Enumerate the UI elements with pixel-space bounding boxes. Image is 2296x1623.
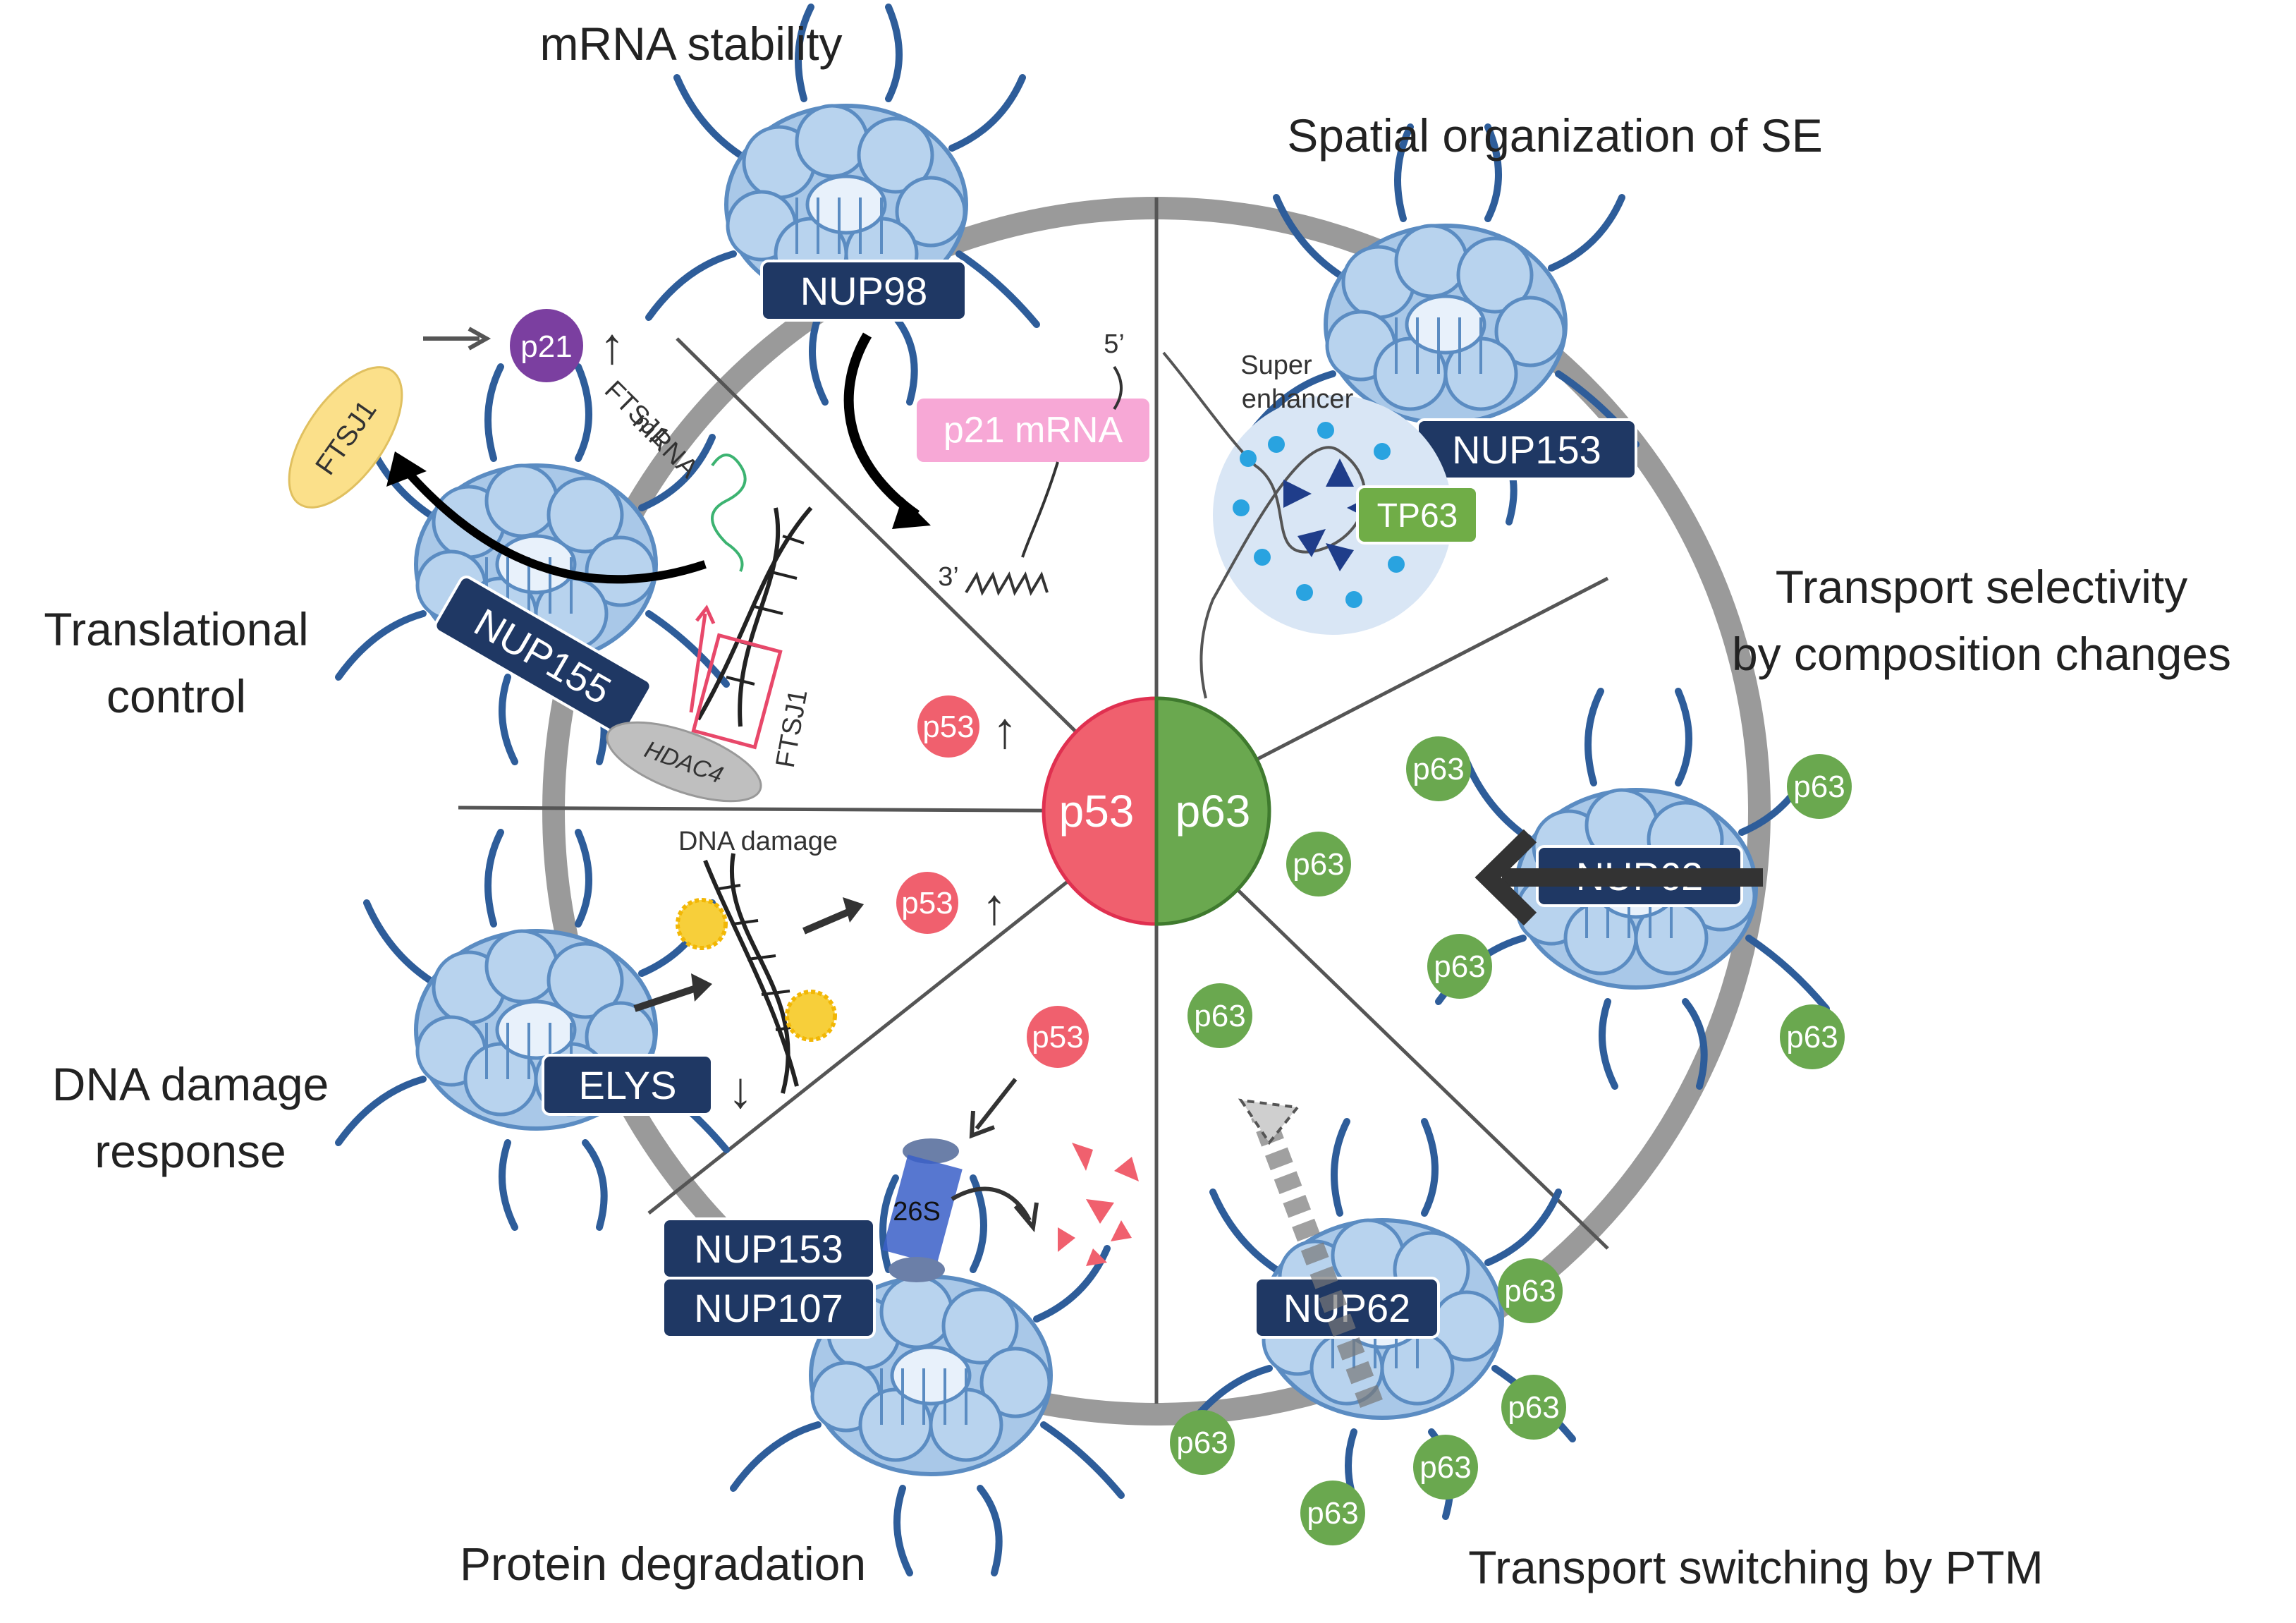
p21-label: p21 — [520, 329, 572, 364]
degraded-fragments-icon — [1058, 1143, 1139, 1266]
p21-circle — [510, 309, 583, 382]
p63-label-9: p63 — [1419, 1450, 1471, 1485]
p63-label-1: p63 — [1412, 752, 1464, 786]
nup62-bottom-box: NUP62 — [1254, 1277, 1440, 1339]
dashed-transport-arrow-icon — [1251, 1110, 1383, 1409]
elys-down-arrow-icon: ↓ — [728, 1062, 753, 1119]
p63-label-4: p63 — [1194, 999, 1245, 1033]
p63-label-7: p63 — [1504, 1274, 1556, 1308]
p63-label-5: p63 — [1793, 770, 1845, 804]
p53-up-arrow-2-icon: ↑ — [982, 879, 1007, 935]
p53-dna-sector-circle — [896, 872, 958, 934]
enhancer-dots-icon — [1233, 422, 1419, 608]
tp63-label: TP63 — [1377, 497, 1458, 535]
proteasome-26s-label: 26S — [893, 1197, 941, 1227]
p63-label-11: p63 — [1307, 1496, 1358, 1531]
p21-mrna-label: p21 mRNA — [944, 410, 1123, 451]
arrow-dna-to-p53-icon — [802, 906, 855, 935]
center-p53-half — [1042, 696, 1159, 926]
p21-mrna-box: p21 mRNA — [917, 399, 1149, 462]
center-p53-label: p53 — [1059, 786, 1135, 837]
center-p63-half — [1154, 696, 1271, 926]
five-prime-label: 5’ — [1104, 329, 1125, 359]
dna-damage-label: DNA damage — [678, 827, 838, 856]
center-p63-label: p63 — [1176, 786, 1251, 837]
damaged-dna-helix-icon — [703, 853, 801, 1094]
p63-label-10: p63 — [1176, 1426, 1228, 1460]
super-enhancer-label-1: Super — [1240, 351, 1312, 380]
p53-up-arrow-1-icon: ↑ — [992, 703, 1018, 759]
title-mrna-stability: mRNA stability — [539, 18, 842, 70]
p63-label-2: p63 — [1293, 847, 1344, 882]
nup98-label: NUP98 — [800, 269, 928, 313]
p53-degradation-circle — [1027, 1006, 1089, 1068]
arrow-nup98-to-mrna-icon — [843, 332, 920, 519]
proteasome-26s-icon: 26S — [882, 1138, 963, 1282]
p53-mrna-sector-circle — [917, 695, 979, 758]
title-transport-switching: Transport switching by PTM — [1468, 1541, 2043, 1593]
damage-star-1-icon — [676, 898, 728, 950]
ftsj1-protein: FTSJ1 — [288, 366, 403, 509]
p63-label-6: p63 — [1786, 1020, 1838, 1054]
super-enhancer-region — [1213, 395, 1453, 635]
title-translational-1: Translational — [44, 603, 308, 655]
mrna-strand-icon — [965, 365, 1123, 596]
super-enhancer-label-2: enhancer — [1242, 384, 1354, 414]
ftsj1-dna-helix-icon — [689, 506, 813, 750]
ftsj1-gene-label: FTSJ1 — [771, 687, 814, 770]
ftsj1-mrna-squiggle-icon — [711, 454, 747, 572]
p21-up-arrow-icon: ↑ — [599, 318, 625, 375]
elys-box: ELYS — [542, 1054, 714, 1116]
title-dna-damage-1: DNA damage — [52, 1058, 329, 1110]
hdac4-protein: HDAC4 — [606, 721, 762, 803]
title-protein-degradation: Protein degradation — [460, 1538, 866, 1590]
nup98-box: NUP98 — [760, 260, 967, 322]
p53-mrna-sector-label: p53 — [922, 710, 974, 744]
arrow-elys-to-dna-icon — [633, 984, 700, 1012]
arrow-proteasome-to-fragments-icon — [951, 1186, 1032, 1222]
nup107-box: NUP107 — [661, 1277, 876, 1339]
title-transport-selectivity-1: Transport selectivity — [1776, 561, 2187, 613]
p53-dna-sector-label: p53 — [901, 886, 953, 920]
title-transport-selectivity-2: by composition changes — [1732, 628, 2231, 680]
title-translational-2: control — [106, 670, 246, 722]
elys-label: ELYS — [578, 1063, 676, 1107]
p63-label-3: p63 — [1434, 949, 1485, 984]
nup153-bottom-box: NUP153 — [661, 1217, 876, 1279]
arrow-mrna-to-ftsj1-icon — [398, 463, 707, 584]
title-spatial-organization: Spatial organization of SE — [1287, 109, 1822, 162]
nup153-top-label: NUP153 — [1452, 427, 1601, 472]
nup153-top-box: NUP153 — [1416, 418, 1637, 480]
tp63-box: TP63 — [1356, 485, 1479, 545]
nup153-bottom-label: NUP153 — [694, 1227, 843, 1271]
p63-label-8: p63 — [1508, 1390, 1559, 1425]
three-prime-label: 3’ — [938, 562, 959, 592]
title-dna-damage-2: response — [94, 1125, 286, 1177]
p53-degradation-label: p53 — [1032, 1020, 1083, 1054]
p63-circles: p63 p63 p63 p63 p63 p63 p63 p63 p63 p63 … — [1170, 736, 1852, 1545]
damage-star-2-icon — [785, 990, 837, 1042]
arrow-p53-to-proteasome-icon — [975, 1078, 1018, 1130]
nup107-label: NUP107 — [694, 1286, 843, 1330]
